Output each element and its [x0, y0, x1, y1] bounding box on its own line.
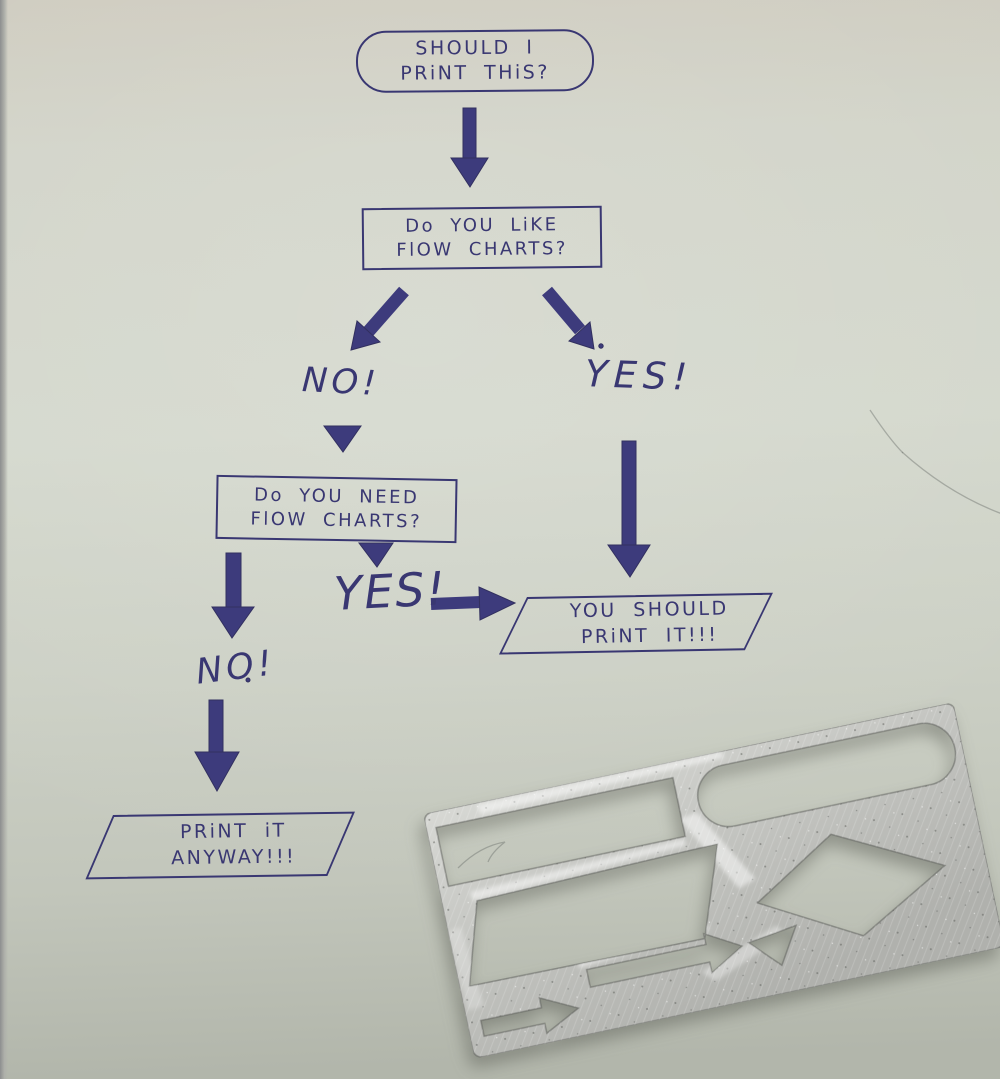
node-q-need-line1: Do YOU NEED: [253, 484, 420, 509]
arrow-start-to-q1-shaft: [462, 107, 477, 162]
stencil-3d-printed-template: [423, 702, 1000, 1058]
node-print-anyway-line2: ANYWAY!!!: [171, 845, 297, 870]
stencil-plate: [423, 703, 1000, 1058]
node-print-anyway-text: PRiNT iT ANYWAY!!!: [114, 814, 353, 877]
node-print-it-text: YOU SHOULD PRiNT IT!!!: [528, 595, 771, 652]
node-q-need-line2: FlOW CHARTS?: [250, 508, 423, 533]
arrow-q2-to-no-shaft: [225, 552, 242, 611]
paper-scratches: [457, 409, 1000, 869]
label-no-1: NO!: [301, 359, 381, 405]
node-print-it-parallelogram: YOU SHOULD PRiNT IT!!!: [498, 592, 773, 655]
arrow-q1-to-no-shaft: [363, 286, 409, 337]
node-q-need-box: Do YOU NEED FlOW CHARTS?: [215, 474, 458, 544]
paper-left-edge-shadow: [0, 0, 8, 1079]
node-print-anyway-line1: PRiNT iT: [179, 819, 287, 844]
node-print-it-line1: YOU SHOULD: [569, 597, 729, 623]
arrow-q1-to-no-head: [350, 320, 382, 351]
arrow-start-to-q1-head: [450, 157, 489, 188]
arrowhead-no-to-q2: [323, 425, 362, 453]
arrow-yes2-to-printit-head: [478, 586, 517, 621]
node-q-like-box: Do YOU LiKE FlOW CHARTS?: [361, 205, 603, 271]
node-q-like-line2: FlOW CHARTS?: [396, 238, 569, 261]
node-print-anyway-parallelogram: PRiNT iT ANYWAY!!!: [85, 811, 355, 880]
arrow-q1-to-yes-shaft: [542, 286, 585, 335]
arrow-no2-to-anyway-head: [194, 751, 240, 793]
arrow-yes2-to-printit-shaft: [430, 596, 482, 610]
arrow-yes1-to-printit-head: [607, 544, 651, 578]
arrow-q2-to-no-head: [211, 606, 255, 639]
node-start-terminator: SHOULD I PRiNT THiS?: [355, 28, 595, 94]
arrow-no2-to-anyway-shaft: [208, 699, 224, 757]
node-print-it-line2: PRiNT IT!!!: [580, 623, 719, 648]
node-q-like-line1: Do YOU LiKE: [405, 214, 559, 238]
pen-dot: [245, 677, 251, 683]
label-yes-1: YES!: [584, 352, 695, 399]
node-start-line2: PRiNT THiS?: [400, 61, 551, 85]
arrow-yes1-to-printit-shaft: [621, 440, 637, 548]
arrow-q1-to-yes-head: [568, 321, 595, 350]
pen-dot: [598, 343, 604, 349]
node-start-line1: SHOULD I: [415, 36, 535, 60]
arrowhead-q2-to-yes: [358, 542, 394, 568]
label-yes-2: YES!: [332, 561, 449, 621]
